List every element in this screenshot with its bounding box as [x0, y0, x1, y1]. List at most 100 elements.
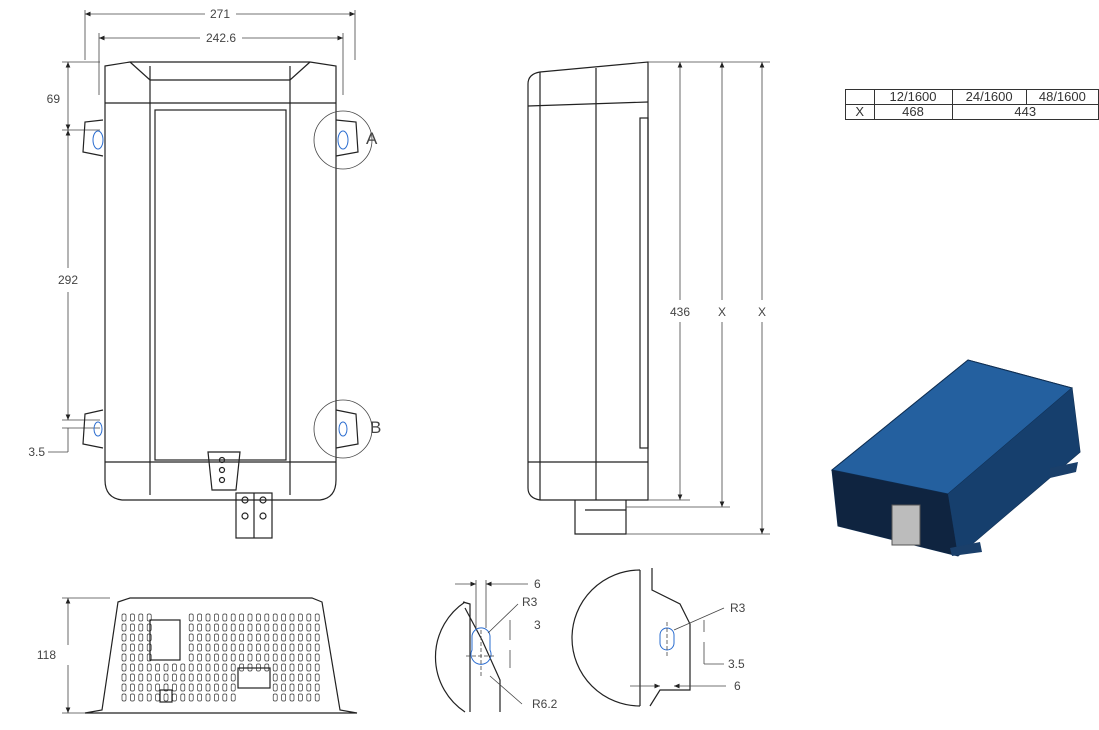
vent-slot — [197, 693, 202, 702]
front-top-cap — [129, 61, 311, 81]
vent-slot — [247, 643, 253, 652]
dim-292: 292 — [58, 273, 78, 287]
vent-slot — [256, 613, 261, 622]
dim-x1: X — [718, 305, 726, 319]
vent-slot — [272, 623, 278, 632]
vent-slot — [205, 613, 211, 622]
detail-b-arc — [571, 569, 641, 707]
front-body-outline — [104, 61, 337, 501]
product-foot — [1050, 462, 1078, 478]
vent-slot — [155, 663, 160, 672]
vent-slot — [230, 663, 236, 672]
front-panel — [154, 109, 287, 461]
bottom-view: 118 — [37, 597, 358, 714]
vent-slot — [239, 633, 244, 642]
led — [218, 466, 226, 474]
detail-a-keyhole — [470, 627, 492, 665]
vent-slot — [163, 693, 169, 702]
vent-slot — [172, 673, 177, 682]
vent-slot — [205, 673, 211, 682]
vent-slot — [314, 673, 320, 682]
vent-slot — [314, 653, 320, 662]
product-terminal — [891, 504, 921, 546]
spec-header-cell: 12/1600 — [873, 89, 953, 105]
vent-slot — [230, 673, 236, 682]
vent-slot — [214, 683, 219, 692]
mount-ear — [335, 119, 359, 157]
vent-slot — [264, 643, 270, 652]
mount-ear — [335, 409, 359, 449]
vent-slot — [138, 683, 144, 692]
vent-slot — [146, 623, 152, 632]
vent-slot — [306, 653, 312, 662]
vent-slot — [205, 623, 211, 632]
vent-slot — [214, 653, 219, 662]
detail-a-dim-6: 6 — [534, 577, 541, 591]
vent-slot — [306, 693, 312, 702]
vent-slot — [247, 613, 253, 622]
dim-3-5: 3.5 — [28, 445, 45, 459]
bottom-terminal — [237, 667, 271, 689]
vent-slot — [264, 633, 270, 642]
vent-slot — [130, 693, 135, 702]
side-body-outline — [527, 61, 649, 501]
led-plate — [207, 451, 241, 491]
vent-slot — [256, 623, 261, 632]
vent-slot — [272, 643, 278, 652]
spec-header-cell — [845, 89, 875, 105]
vent-slot — [230, 613, 236, 622]
detail-a-r6-2: R6.2 — [532, 697, 558, 711]
vent-slot — [222, 683, 228, 692]
vent-slot — [222, 673, 228, 682]
vent-slot — [197, 683, 202, 692]
vent-slot — [130, 613, 135, 622]
vent-slot — [222, 663, 228, 672]
vent-slot — [130, 653, 135, 662]
vent-slot — [163, 663, 169, 672]
vent-slot — [205, 643, 211, 652]
vent-slot — [298, 693, 303, 702]
vent-slot — [230, 623, 236, 632]
vent-slot — [121, 673, 127, 682]
vent-slot — [272, 613, 278, 622]
vent-slot — [230, 633, 236, 642]
vent-slot — [172, 693, 177, 702]
vent-slot — [306, 623, 312, 632]
vent-slot — [247, 653, 253, 662]
vent-slot — [163, 673, 169, 682]
vent-slot — [138, 613, 144, 622]
vent-slot — [289, 613, 295, 622]
vent-slot — [130, 663, 135, 672]
vent-slot — [188, 633, 194, 642]
vent-slot — [146, 653, 152, 662]
spec-header-cell: 24/1600 — [951, 89, 1027, 105]
vent-slot — [155, 673, 160, 682]
vent-slot — [239, 613, 244, 622]
vent-slot — [130, 673, 135, 682]
detail-b-ear — [649, 568, 691, 707]
product-render — [830, 359, 1081, 557]
vent-slot — [214, 673, 219, 682]
vent-slot — [298, 653, 303, 662]
detail-b-dim-3-5: 3.5 — [728, 657, 745, 671]
vent-slot — [264, 653, 270, 662]
mount-ear — [82, 119, 104, 157]
vent-slot — [121, 643, 127, 652]
vent-slot — [205, 633, 211, 642]
vent-slot — [272, 673, 278, 682]
vent-slot — [205, 663, 211, 672]
vent-slot — [256, 653, 261, 662]
keyhole — [337, 130, 349, 150]
vent-slot — [188, 623, 194, 632]
vent-grid — [121, 613, 320, 702]
vent-slot — [121, 653, 127, 662]
vent-slot — [138, 623, 144, 632]
vent-slot — [314, 623, 320, 632]
vent-slot — [188, 673, 194, 682]
vent-slot — [130, 633, 135, 642]
spec-header-row: 12/1600 24/1600 48/1600 — [845, 89, 1099, 105]
detail-a-arc — [434, 601, 466, 713]
side-rail — [639, 117, 649, 449]
vent-slot — [247, 633, 253, 642]
vent-slot — [298, 673, 303, 682]
